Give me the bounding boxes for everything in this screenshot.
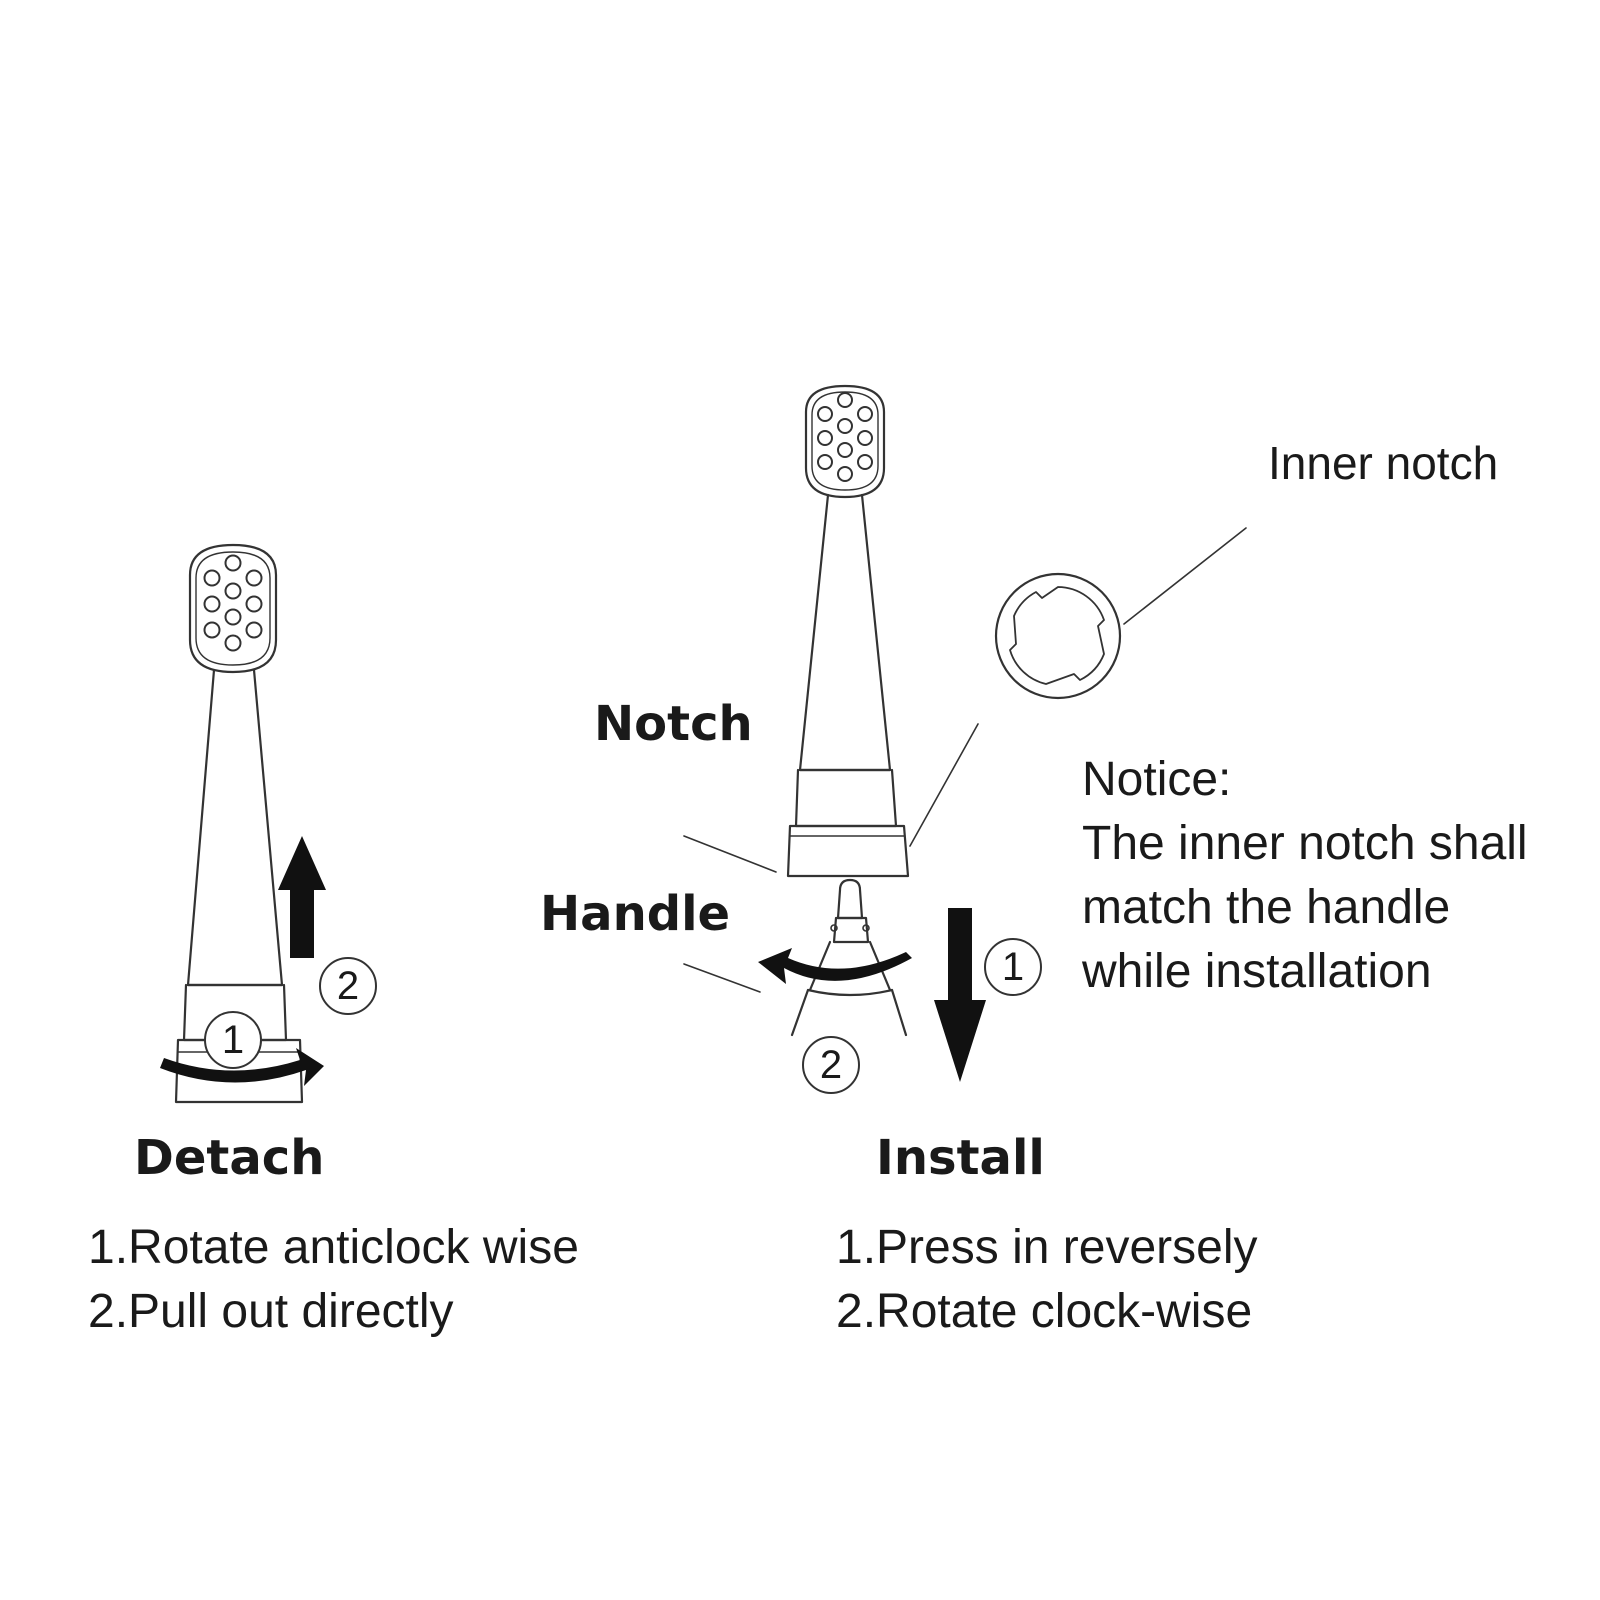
install-press-arrow-icon [934,908,986,1082]
detach-marker-2-label: 2 [337,964,359,1008]
inner-notch-label: Inner notch [1268,437,1499,489]
notice-line-2: match the handle [1082,881,1451,934]
notice-line-3: while installation [1082,945,1432,998]
install-step-2: 2.Rotate clock-wise [836,1285,1253,1338]
install-title: Install [876,1130,1045,1186]
install-brush-head-illustration [786,384,910,878]
inner-notch-ring-illustration [994,572,1122,700]
install-marker-1 [984,938,1042,996]
install-step-1: 1.Press in reversely [836,1221,1258,1274]
install-marker-2-label: 2 [820,1043,842,1087]
detach-step-2: 2.Pull out directly [88,1285,454,1338]
install-marker-2 [802,1036,860,1094]
detach-title: Detach [134,1130,325,1186]
install-marker-1-label: 1 [1002,945,1024,989]
notch-label: Notch [594,696,753,752]
handle-label: Handle [540,886,731,942]
detach-rotate-arrow-icon [160,1048,324,1086]
detach-brush-head-illustration [174,543,304,1104]
detach-step-1: 1.Rotate anticlock wise [88,1221,579,1274]
leader-lines [683,527,1247,993]
detach-pull-arrow-icon [278,836,326,958]
handle-illustration [790,878,908,1037]
detach-marker-1-label: 1 [222,1018,244,1062]
notice-heading: Notice: [1082,753,1232,806]
detach-marker-2 [319,957,377,1015]
install-rotate-arrow-icon [758,948,912,984]
detach-marker-1 [204,1011,262,1069]
notice-line-1: The inner notch shall [1082,817,1528,870]
